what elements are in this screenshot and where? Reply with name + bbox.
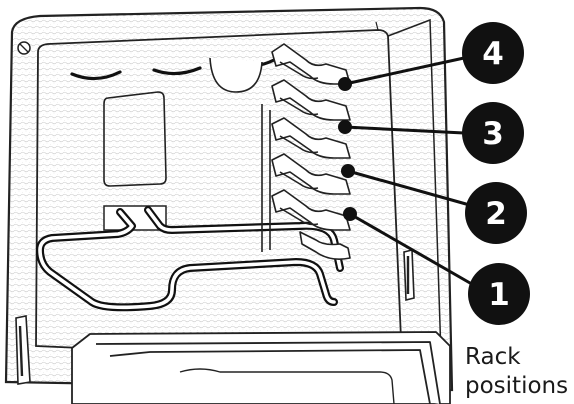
oven-door (71, 331, 451, 404)
rack-positions-caption: Rack positions (465, 343, 573, 401)
rack-badge-1: 1 (468, 263, 530, 325)
caption-line-1: Rack (465, 344, 521, 370)
caption-line-2: positions (465, 373, 569, 399)
rack-badge-1-label: 1 (488, 277, 510, 313)
right-hinge (403, 248, 415, 302)
screw-icon (17, 41, 31, 55)
rack-badge-4: 4 (462, 22, 524, 84)
leader-line-2 (346, 169, 468, 206)
leader-line-3 (343, 125, 466, 135)
rack-guides (261, 43, 351, 260)
leader-line-1 (348, 212, 472, 285)
rack-badge-3: 3 (462, 102, 524, 164)
leader-lines (343, 56, 472, 285)
rack-badge-3-label: 3 (482, 116, 504, 152)
leader-dots (338, 77, 357, 221)
rack-badge-2: 2 (465, 182, 527, 244)
bake-element (36, 206, 344, 312)
light-bulb (209, 57, 263, 93)
back-wall-vent (103, 91, 167, 187)
left-hinge (15, 315, 31, 385)
rack-badge-2-label: 2 (485, 196, 507, 232)
leader-line-4 (343, 56, 466, 86)
rack-badge-4-label: 4 (482, 36, 504, 72)
